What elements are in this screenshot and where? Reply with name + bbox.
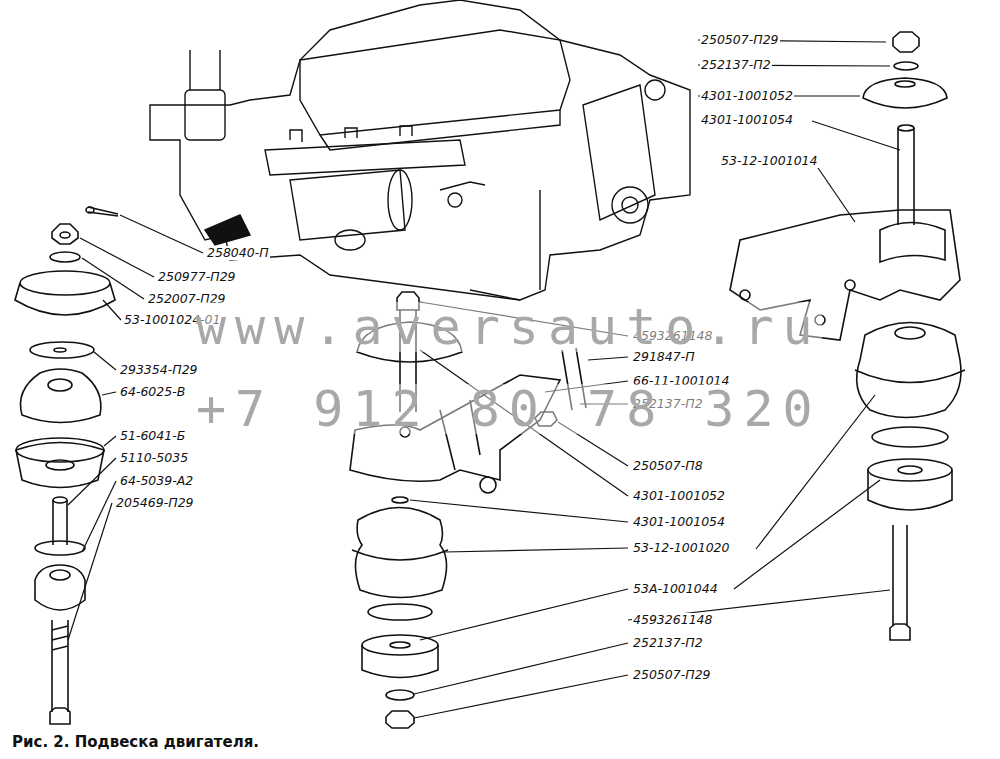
part-number: 53А-1001044 [632, 582, 719, 596]
front-mount-parts [15, 207, 118, 724]
part-number: 4301-1001052 [700, 89, 794, 103]
part-number: 250507-П29 [632, 668, 712, 682]
part-number: 64-6025-В [119, 385, 186, 399]
part-number: 4593261148 [632, 613, 714, 627]
part-number: 4301-1001054 [700, 113, 794, 127]
part-number: 291847-П [632, 350, 696, 364]
figure-caption: Рис. 2. Подвеска двигателя. [12, 733, 259, 751]
part-number: 250977-П29 [157, 270, 237, 284]
part-number: 258040-П [206, 246, 270, 260]
engine-outline [150, 0, 690, 300]
rear-left-mount-parts [350, 292, 586, 728]
part-number: 250507-П29 [700, 33, 780, 47]
part-number: 252137-П2 [700, 58, 772, 72]
watermark: +7 912 80 78 320 [196, 384, 822, 434]
part-number: 51-6041-Б [119, 429, 186, 443]
part-number: 4301-1001052 [632, 489, 726, 503]
part-number: 53-12-1001014 [720, 154, 819, 168]
part-number: 4301-1001054 [632, 515, 726, 529]
part-number: 5110-5035 [119, 451, 189, 465]
part-number: 53-12-1001020 [632, 541, 731, 555]
leader-lines [68, 40, 900, 718]
watermark: www.aversauto.ru [196, 302, 822, 352]
part-number: 250507-П8 [632, 459, 704, 473]
part-number: 293354-П29 [119, 363, 199, 377]
part-number: 252137-П2 [632, 636, 704, 650]
part-number: 205469-П29 [115, 496, 195, 510]
part-number: 64-5039-А2 [119, 474, 194, 488]
